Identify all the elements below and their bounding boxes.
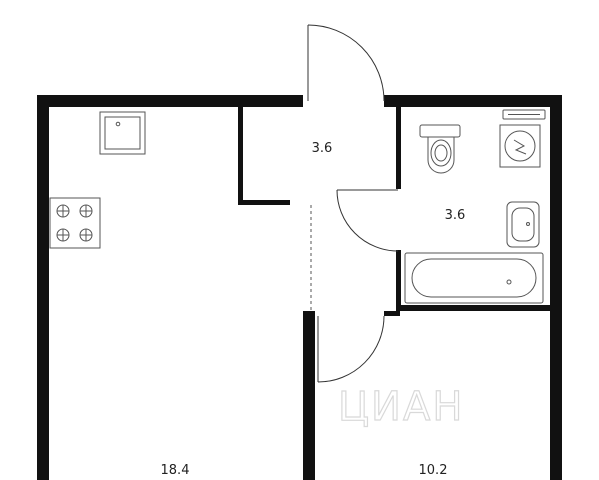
washing-machine-icon bbox=[499, 124, 541, 168]
watermark: ЦИАН bbox=[338, 384, 464, 430]
stove-icon bbox=[49, 197, 101, 249]
wall-bath-left-lower bbox=[396, 250, 401, 310]
wall-top-left bbox=[37, 95, 303, 107]
wall-top-right bbox=[384, 95, 562, 107]
wall-hall-left bbox=[238, 107, 243, 205]
washbasin-icon bbox=[506, 201, 540, 248]
room-area-bathroom: 3.6 bbox=[445, 208, 466, 223]
wall-right bbox=[550, 95, 562, 480]
interior-walls bbox=[238, 107, 550, 480]
wall-bedroom-left bbox=[303, 311, 315, 480]
wall-bath-bottom bbox=[396, 305, 550, 311]
wall-hall-bottom bbox=[238, 200, 290, 205]
sink-icon bbox=[99, 111, 146, 155]
outer-walls bbox=[37, 95, 562, 480]
toilet-icon bbox=[419, 124, 461, 174]
bedroom-door bbox=[317, 315, 385, 383]
doors bbox=[307, 24, 399, 383]
bathroom-door bbox=[336, 189, 399, 252]
wall-left bbox=[37, 95, 49, 480]
room-area-hall: 3.6 bbox=[312, 141, 333, 156]
wall-bath-left-upper bbox=[396, 107, 401, 189]
entrance-door bbox=[307, 24, 385, 102]
towel-rail-icon bbox=[502, 109, 546, 120]
room-area-kitchen-living: 18.4 bbox=[161, 463, 190, 478]
room-area-bedroom: 10.2 bbox=[419, 463, 448, 478]
wall-bedroom-top-stub bbox=[384, 311, 400, 316]
bathtub-icon bbox=[404, 252, 544, 304]
